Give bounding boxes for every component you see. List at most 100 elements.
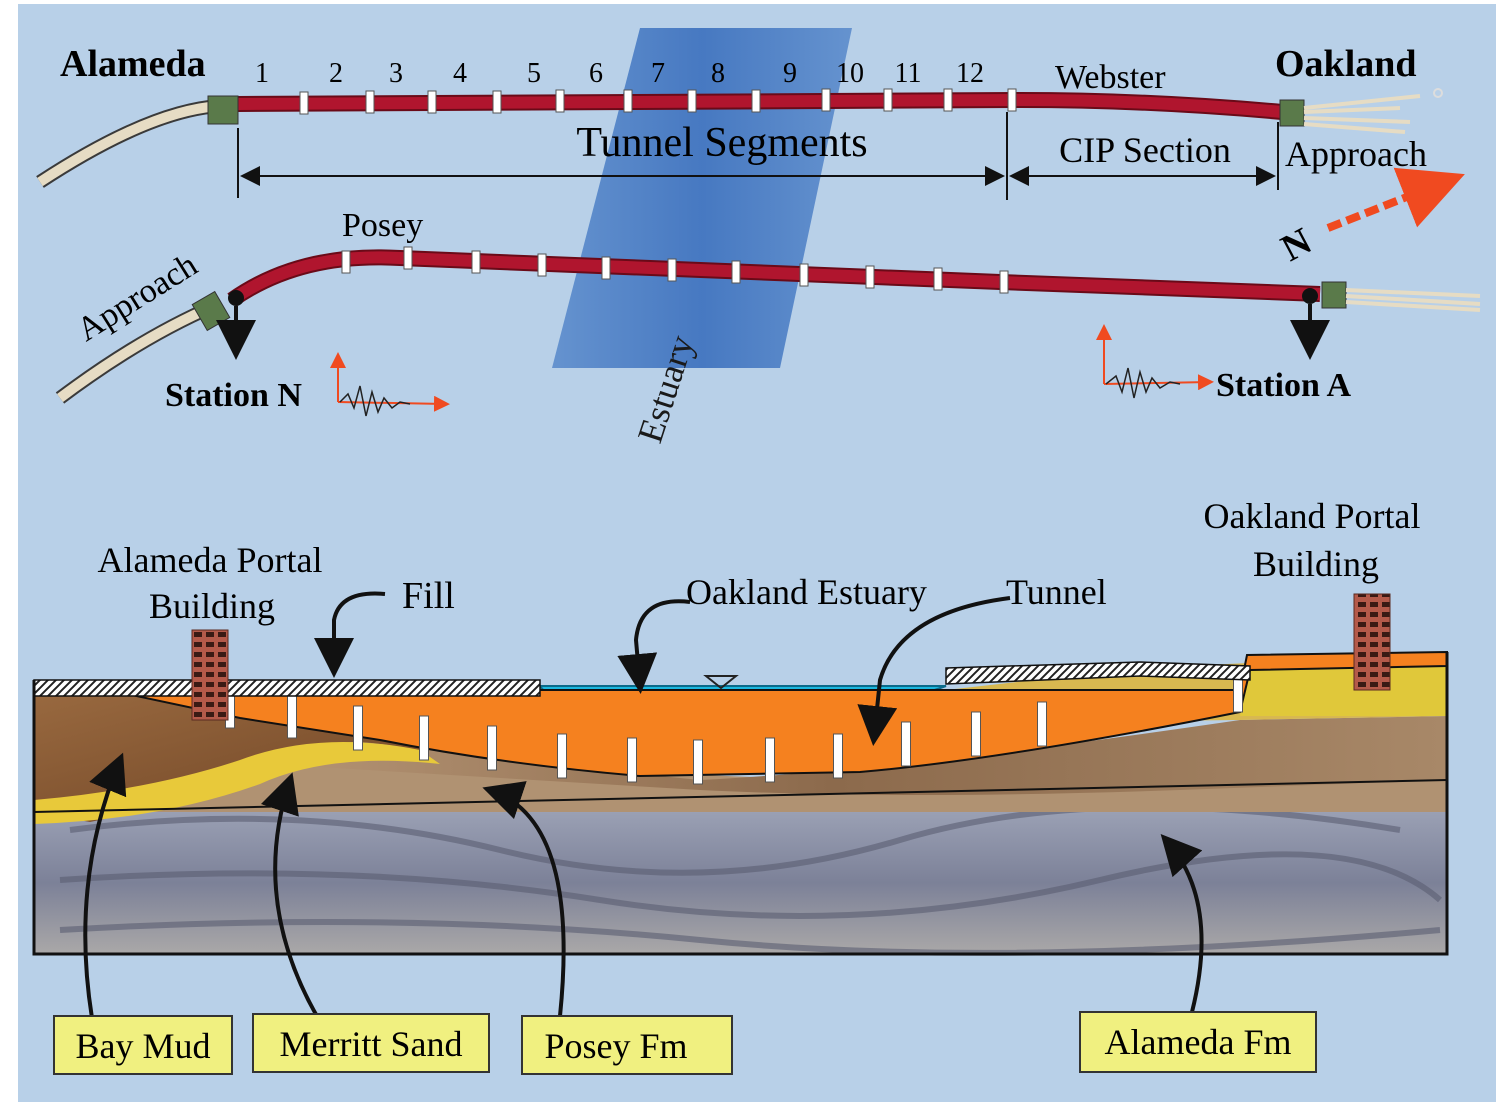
legend-posey-fm-label: Posey Fm [544,1026,687,1066]
tube-joint [537,253,547,277]
oakland-portal-label-line1: Oakland Portal [1204,496,1421,536]
segment-number: 6 [589,58,603,89]
tube-joint [492,90,502,114]
segment-numbers: 1 2 3 4 5 6 7 8 9 10 11 12 [255,58,984,89]
oakland-portal-building [1353,593,1391,691]
tube-joint [403,246,413,270]
station-a-label: Station A [1216,367,1352,404]
tube-joint [933,267,943,291]
tunnel-joint [1037,701,1047,747]
tunnel-joint [353,705,363,751]
tube-joint [751,89,761,113]
fill-callout [314,591,386,678]
station-n-label: Station N [165,377,302,414]
tunnel-profile-joints [225,667,1243,785]
upper-tube-joints [299,88,1017,115]
seismograph-icon-station-n [330,352,450,417]
tunnel-callout [857,596,1011,746]
tunnel-joint [287,693,297,739]
legend-bay-mud: Bay Mud [53,1015,233,1075]
upper-end-node [1433,88,1443,98]
bay-mud-callout [83,752,127,1019]
alameda-portal-label-line1: Alameda Portal [98,540,323,580]
fill-surface-east [945,661,1251,685]
webster-label: Webster [1055,59,1166,96]
segment-number: 5 [527,58,541,89]
estuary-band [552,28,852,368]
tunnel-joint [557,733,567,779]
cip-section-label: CIP Section [1059,130,1231,170]
segment-number: 2 [329,58,343,89]
east-approach-upper [1303,94,1421,134]
tube-joint [999,270,1009,294]
legend-posey-fm: Posey Fm [521,1015,733,1075]
tube-joint [299,91,309,115]
west-approach-upper [37,101,221,187]
tunnel-profile [107,650,1448,778]
tunnel-segments-label: Tunnel Segments [576,120,867,166]
tube-joint [799,263,809,287]
legend-alameda-fm-label: Alameda Fm [1105,1022,1292,1062]
segment-number: 8 [711,58,725,89]
section-frame [32,652,1449,956]
alameda-fm-callout [1160,834,1204,1013]
segment-number: 9 [783,58,797,89]
merritt-sand-callout [260,772,320,1019]
legend-bay-mud-label: Bay Mud [76,1026,211,1066]
estuary-callout [617,599,691,694]
tunnel-joint [901,721,911,767]
fill-label: Fill [402,575,455,617]
tube-joint [731,260,741,284]
segment-number: 7 [651,58,665,89]
station-n-marker [228,290,244,306]
tube-joint [427,90,437,114]
segment-number: 10 [836,58,864,89]
tunnel-joint [693,739,703,785]
segment-number: 3 [389,58,403,89]
posey-label: Posey [342,207,423,244]
tube-joint [601,256,611,280]
tube-joint [471,250,481,274]
tube-joint [365,90,375,114]
tube-joint [687,89,697,113]
station-a-marker [1302,288,1318,304]
oakland-portal-label-line2: Building [1253,544,1379,584]
oakland-label: Oakland [1275,43,1417,85]
seismograph-icon-station-a [1096,324,1214,399]
west-approach-lower [57,301,216,403]
legend-alameda-fm: Alameda Fm [1079,1011,1317,1073]
tube-joint [1007,88,1017,112]
tube-joint [555,89,565,113]
west-portal-upper [207,95,239,125]
tube-joint [341,250,351,274]
east-portal-upper [1279,99,1305,127]
posey-fm-layer [220,716,1447,795]
tube-joint [883,88,893,112]
tube-joint [943,88,953,112]
tube-joint [821,88,831,112]
tube-joint [667,258,677,282]
lower-tube-joints [341,246,1009,294]
east-approach-lower [1345,288,1481,312]
tunnel-joint [487,725,497,771]
segment-number: 4 [453,58,467,89]
posey-fm-callout [482,781,566,1017]
tunnel-joint [971,711,981,757]
posey-tube [228,251,1321,305]
approach-east-label: Approach [1285,134,1427,174]
alameda-label: Alameda [60,43,206,85]
segment-number: 12 [956,58,984,89]
alameda-portal-building [191,629,229,721]
tube-joint [623,89,633,113]
segment-number: 1 [255,58,269,89]
merritt-sand-layer [34,742,440,824]
oakland-estuary-label: Oakland Estuary [686,572,927,612]
alameda-fm-layer [34,812,1447,954]
tunnel-joint [765,737,775,783]
tunnel-joint [627,737,637,783]
tunnel-joint [419,715,429,761]
tunnel-label: Tunnel [1006,572,1107,612]
tube-joint [865,265,875,289]
